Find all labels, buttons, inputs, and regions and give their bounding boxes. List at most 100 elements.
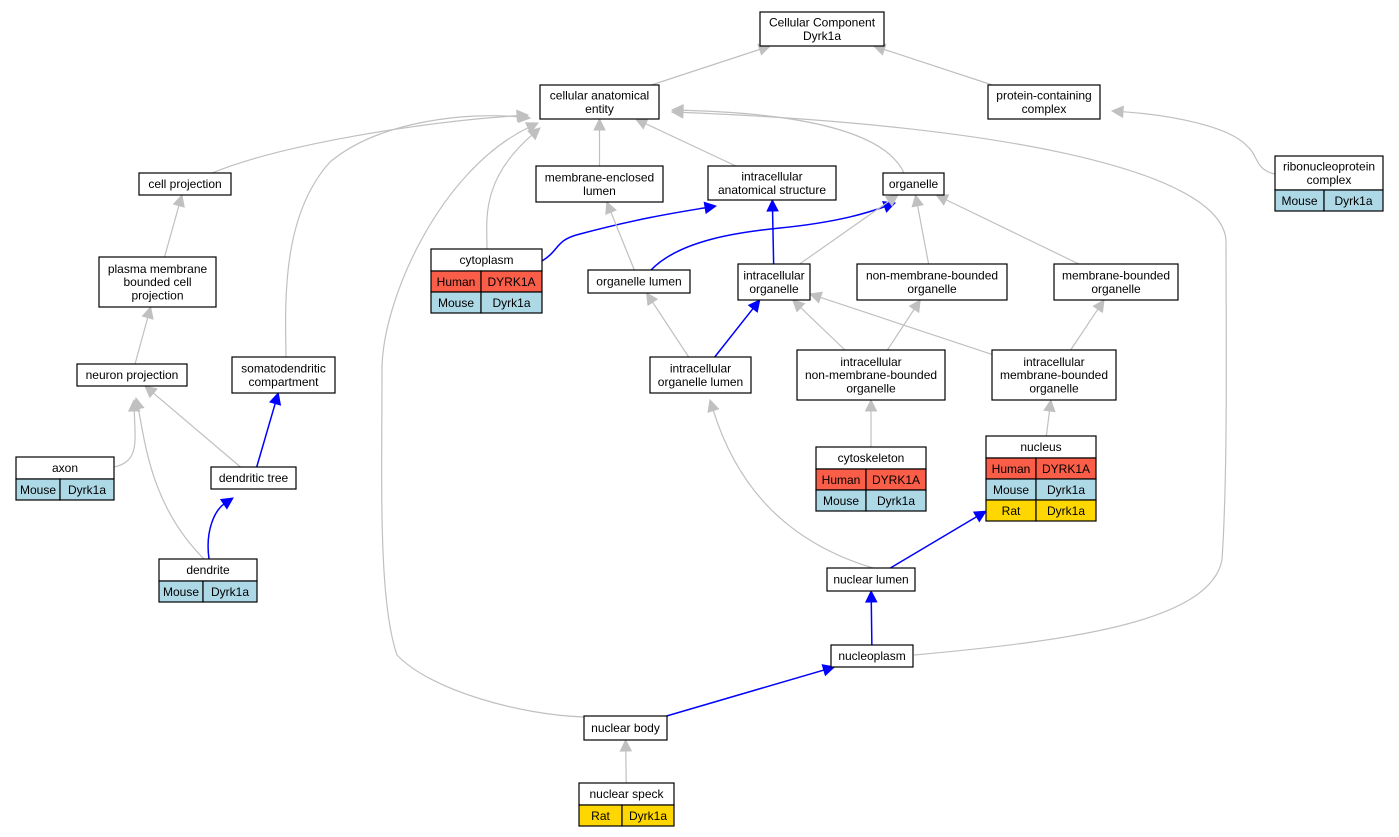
node-title-box [882, 172, 945, 196]
gene-label: Dyrk1a [877, 494, 915, 508]
edge-line [681, 111, 1227, 656]
node-label: intracellular [670, 362, 731, 376]
node-label: organelle [907, 282, 957, 296]
edge-line [255, 402, 277, 468]
node-label: organelle [749, 282, 799, 296]
node-title-box [991, 349, 1117, 401]
edge-dendtree-to-neuproj [144, 385, 241, 468]
edge-nucleoplasm-to-cae [670, 106, 1227, 656]
node-label: organelle [1091, 282, 1141, 296]
edge-arrowhead [1092, 299, 1105, 314]
node-label: protein-containing [996, 89, 1091, 103]
gene-label: Dyrk1a [629, 809, 667, 823]
node-title-box [649, 356, 752, 394]
node-label: dendrite [186, 563, 230, 577]
edge-cytoplasm-to-ias [541, 201, 718, 262]
node-label: cytoplasm [459, 253, 513, 267]
node-neuproj[interactable]: neuron projection [76, 363, 188, 387]
gene-label: DYRK1A [1042, 462, 1090, 476]
edge-rnp-to-pcc [1110, 105, 1276, 175]
node-label: lumen [583, 184, 616, 198]
node-label: intracellular [1023, 355, 1084, 369]
gene-label: Dyrk1a [211, 585, 249, 599]
node-label: nucleus [1020, 440, 1061, 454]
edge-inmbo-to-nmbo [886, 299, 921, 351]
node-label: nucleoplasm [838, 649, 905, 663]
edges-layer [113, 43, 1276, 784]
node-title-box [1274, 155, 1384, 191]
edge-nucleoplasm-to-nuclumen [864, 589, 878, 646]
node-label: non-membrane-bounded [805, 368, 937, 382]
edge-line [889, 515, 978, 569]
edge-cae-to-root [651, 43, 772, 86]
edge-nucbody-to-cae [381, 122, 585, 718]
edge-arrowhead [605, 200, 617, 216]
node-label: neuron projection [86, 368, 179, 382]
edge-arrowhead [132, 396, 145, 411]
edge-arrowhead [707, 398, 720, 413]
edge-line [152, 392, 241, 468]
node-nucleoplasm[interactable]: nucleoplasm [830, 644, 914, 668]
edge-line [870, 600, 873, 646]
species-label: Human [992, 462, 1031, 476]
edge-somato-to-cae [284, 110, 532, 358]
node-label: organelle [889, 177, 939, 191]
node-orglumen[interactable]: organelle lumen [587, 269, 691, 294]
node-label: organelle lumen [658, 375, 743, 389]
edge-arrowhead [1043, 398, 1056, 413]
edge-line [681, 109, 905, 174]
node-label: somatodendritic [241, 362, 326, 376]
node-inmbo[interactable]: intracellularnon-membrane-boundedorganel… [796, 349, 946, 401]
edge-arrowhead [884, 194, 899, 207]
edge-arrowhead [747, 299, 761, 313]
edge-arrowhead [268, 391, 282, 406]
edge-line [609, 211, 635, 271]
node-dendtree[interactable]: dendritic tree [210, 466, 297, 490]
node-cellproj[interactable]: cell projection [138, 172, 232, 196]
edge-line [381, 126, 585, 718]
node-label: organelle lumen [596, 275, 681, 289]
gene-cell [202, 580, 258, 603]
node-nuclumen[interactable]: nuclear lumen [826, 567, 916, 592]
species-label: Human [437, 275, 476, 289]
edge-line [650, 205, 886, 271]
node-label: complex [1022, 102, 1067, 116]
node-title-box [707, 165, 837, 201]
edge-neuproj-to-pmbcp [134, 305, 154, 365]
node-label: complex [1307, 173, 1352, 187]
node-organelle[interactable]: organelle [882, 172, 945, 196]
edge-arrowhead [791, 299, 806, 313]
edge-line [486, 134, 533, 250]
edge-cellproj-to-cae [211, 109, 530, 174]
node-label: plasma membrane [108, 262, 208, 276]
gene-cell [480, 291, 543, 314]
edge-ias-to-cae [634, 118, 737, 167]
node-nucbody[interactable]: nuclear body [583, 715, 668, 741]
node-label: membrane-enclosed [545, 171, 654, 185]
edge-nucleus-to-imbo [1043, 398, 1056, 437]
edge-arrowhead [593, 117, 606, 131]
